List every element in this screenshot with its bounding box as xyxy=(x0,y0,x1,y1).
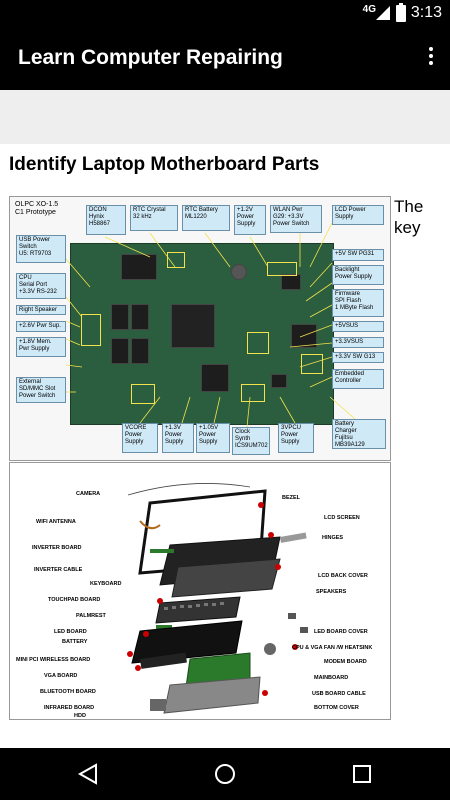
label-touchpad-board: TOUCHPAD BOARD xyxy=(48,597,101,603)
label-bottom-cover: BOTTOM COVER xyxy=(314,705,359,711)
label-keyboard: KEYBOARD xyxy=(90,581,122,587)
label-right-speaker: Right Speaker xyxy=(16,305,66,315)
label-bluetooth: BLUETOOTH BOARD xyxy=(40,689,96,695)
label-vcore: VCORE Power Supply xyxy=(122,423,158,453)
label-embedded-controller: Embedded Controller xyxy=(332,369,384,389)
label-3-3vsus: +3.3VSUS xyxy=(332,337,384,348)
recents-button[interactable] xyxy=(332,748,392,800)
diagram-title-line: C1 Prototype xyxy=(15,209,56,216)
label-led-board-cover: LED BOARD COVER xyxy=(314,629,368,635)
label-1-05v-power: +1.05V Power Supply xyxy=(196,423,230,453)
banner-area xyxy=(0,90,450,144)
network-type: 4G xyxy=(362,4,376,15)
label-led-board: LED BOARD xyxy=(54,629,87,635)
label-cpu-serial: CPU Serial Port +3.3V RS-232 xyxy=(16,273,66,299)
label-3vpcu: 3VPCU Power Supply xyxy=(278,423,314,453)
signal-icon xyxy=(376,6,390,20)
label-dcon: DCON Hynix H58867 xyxy=(86,205,126,235)
home-icon xyxy=(215,764,235,784)
article-content[interactable]: Identify Laptop Motherboard Parts The ke… xyxy=(0,144,450,720)
label-2-6v-pwr: +2.6V Pwr Sup. xyxy=(16,321,66,332)
highlight-box xyxy=(247,332,269,354)
navigation-bar xyxy=(0,748,450,800)
diagram-title-line: OLPC XO-1.5 xyxy=(15,201,59,208)
label-rtc-crystal: RTC Crystal 32 kHz xyxy=(130,205,178,231)
label-hinges: HINGES xyxy=(322,535,344,541)
label-battery: BATTERY xyxy=(62,639,88,645)
chip xyxy=(281,274,301,290)
app-bar: Learn Computer Repairing xyxy=(0,28,450,90)
overflow-menu-icon[interactable] xyxy=(428,47,434,69)
highlight-box xyxy=(167,252,185,268)
label-modem-board: MODEM BOARD xyxy=(324,659,367,665)
label-usb-power: USB Power Switch U5: RT9703 xyxy=(16,235,66,263)
label-lcd-power: LCD Power Supply xyxy=(332,205,384,225)
label-1-8v-mem: +1.8V Mem. Pwr Supply xyxy=(16,337,66,357)
chip xyxy=(201,364,229,392)
label-cpu-vga-fan: CPU & VGA FAN /W HEATSINK xyxy=(292,645,373,651)
exploded-view-illustration xyxy=(127,483,308,714)
highlight-box xyxy=(131,384,155,404)
battery-icon xyxy=(396,3,406,22)
recents-icon xyxy=(353,765,371,783)
label-camera: CAMERA xyxy=(76,491,101,497)
label-speakers: SPEAKERS xyxy=(316,589,347,595)
label-lcd-screen: LCD SCREEN xyxy=(324,515,360,521)
label-wlan-pwr: WLAN Pwr G29: +3.3V Power Switch xyxy=(270,205,322,233)
app-title: Learn Computer Repairing xyxy=(18,46,283,69)
label-vga-board: VGA BOARD xyxy=(44,673,78,679)
label-palmrest: PALMREST xyxy=(76,613,106,619)
label-usb-cable: USB BOARD CABLE xyxy=(312,691,366,697)
label-hdd: HDD xyxy=(74,713,86,719)
label-lcd-back-cover: LCD BACK COVER xyxy=(318,573,368,579)
label-inverter-board: INVERTER BOARD xyxy=(32,545,82,551)
label-mini-pci: MINI PCI WIRELESS BOARD xyxy=(16,657,91,663)
label-wifi-antenna: WIFI ANTENNA xyxy=(36,519,76,525)
label-firmware: Firmware SPI Flash 1 MByte Flash xyxy=(332,289,384,317)
chip xyxy=(111,304,129,330)
label-inverter-cable: INVERTER CABLE xyxy=(34,567,83,573)
label-external-sd: External SD/MMC Slot Power Switch xyxy=(16,377,66,403)
chip xyxy=(121,254,157,280)
label-1-2v-power: +1.2V Power Supply xyxy=(234,205,266,235)
label-bezel: BEZEL xyxy=(282,495,301,501)
chip xyxy=(291,324,317,348)
label-mainboard: MAINBOARD xyxy=(314,675,349,681)
label-backlight: Backlight Power Supply xyxy=(332,265,384,285)
highlight-box xyxy=(267,262,297,276)
highlight-box xyxy=(81,314,101,346)
article-body-text: The key xyxy=(394,197,424,237)
motherboard-diagram: OLPC XO-1.5 C1 Prototype xyxy=(9,196,391,461)
highlight-box xyxy=(301,354,323,374)
laptop-parts-diagram: CAMERA BEZEL WIFI ANTENNA LCD SCREEN INV… xyxy=(9,462,391,720)
leader-lines xyxy=(65,222,356,428)
clock: 3:13 xyxy=(410,4,442,21)
label-rtc-battery: RTC Battery ML1220 xyxy=(182,205,230,231)
home-button[interactable] xyxy=(195,748,255,800)
chip xyxy=(131,304,149,330)
status-bar: 4G 3:13 xyxy=(0,0,450,28)
chip xyxy=(111,338,129,364)
back-icon xyxy=(77,763,97,785)
rtc-battery-part xyxy=(231,264,247,280)
chip xyxy=(271,374,287,388)
label-5vsus: +5VSUS xyxy=(332,321,384,332)
label-5v-sw: +5V SW PG31 xyxy=(332,249,384,261)
article-heading: Identify Laptop Motherboard Parts xyxy=(9,154,320,175)
label-infrared: INFRARED BOARD xyxy=(44,705,95,711)
back-button[interactable] xyxy=(58,748,118,800)
label-1-3v-power: +1.3V Power Supply xyxy=(162,423,194,453)
chip xyxy=(131,338,149,364)
label-3-3v-sw: +3.3V SW G13 xyxy=(332,352,384,363)
label-battery-charger: Battery Charger Fujitsu MB39A129 xyxy=(332,419,386,449)
label-clock-synth: Clock Synth ICS9UM702 xyxy=(232,427,270,455)
motherboard-image xyxy=(70,243,334,425)
chip xyxy=(171,304,215,348)
highlight-box xyxy=(241,384,265,402)
diagram-title: OLPC XO-1.5 C1 Prototype xyxy=(15,201,58,217)
